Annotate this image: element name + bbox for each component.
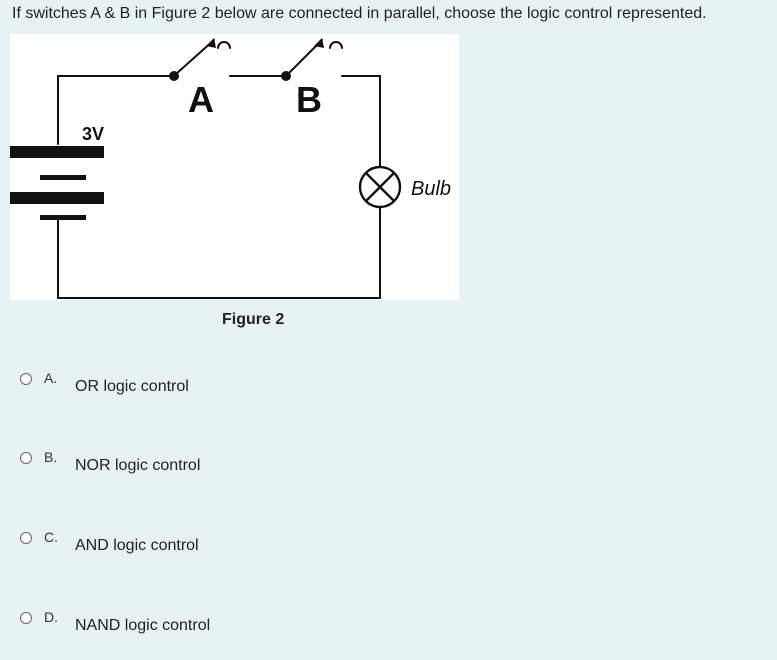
option-letter: B. xyxy=(44,449,58,465)
radio-button-a[interactable] xyxy=(20,373,32,385)
switch-b-contact xyxy=(329,41,343,49)
option-text: OR logic control xyxy=(75,378,189,395)
question-text: If switches A & B in Figure 2 below are … xyxy=(12,5,707,22)
option-text: NAND logic control xyxy=(75,617,211,634)
bulb-label: Bulb xyxy=(411,178,451,200)
option-letter: C. xyxy=(44,529,58,545)
battery-plate-short-1 xyxy=(40,175,86,180)
figure-caption: Figure 2 xyxy=(222,311,285,328)
bulb-cross-2 xyxy=(364,171,396,203)
battery-plate-long-2 xyxy=(10,192,104,204)
option-letter: A. xyxy=(44,370,58,386)
switch-b-tip xyxy=(314,38,324,48)
option-text: NOR logic control xyxy=(75,457,201,474)
circuit-figure: 3V A B Bulb xyxy=(10,34,459,300)
option-text: AND logic control xyxy=(75,537,199,554)
switch-a-pivot xyxy=(169,71,179,81)
circuit-diagram: 3V A B Bulb xyxy=(10,38,451,299)
switch-a-label: A xyxy=(188,79,214,120)
battery-plate-long-1 xyxy=(10,146,104,158)
switch-a-tip xyxy=(206,38,216,48)
radio-button-b[interactable] xyxy=(20,452,32,464)
switch-b-label: B xyxy=(296,79,322,120)
option-letter: D. xyxy=(44,609,58,625)
battery-plate-short-2 xyxy=(40,215,86,220)
radio-button-d[interactable] xyxy=(20,612,32,624)
switch-b-pivot xyxy=(281,71,291,81)
switch-a-contact xyxy=(217,41,231,49)
battery-label: 3V xyxy=(82,124,104,144)
radio-button-c[interactable] xyxy=(20,532,32,544)
